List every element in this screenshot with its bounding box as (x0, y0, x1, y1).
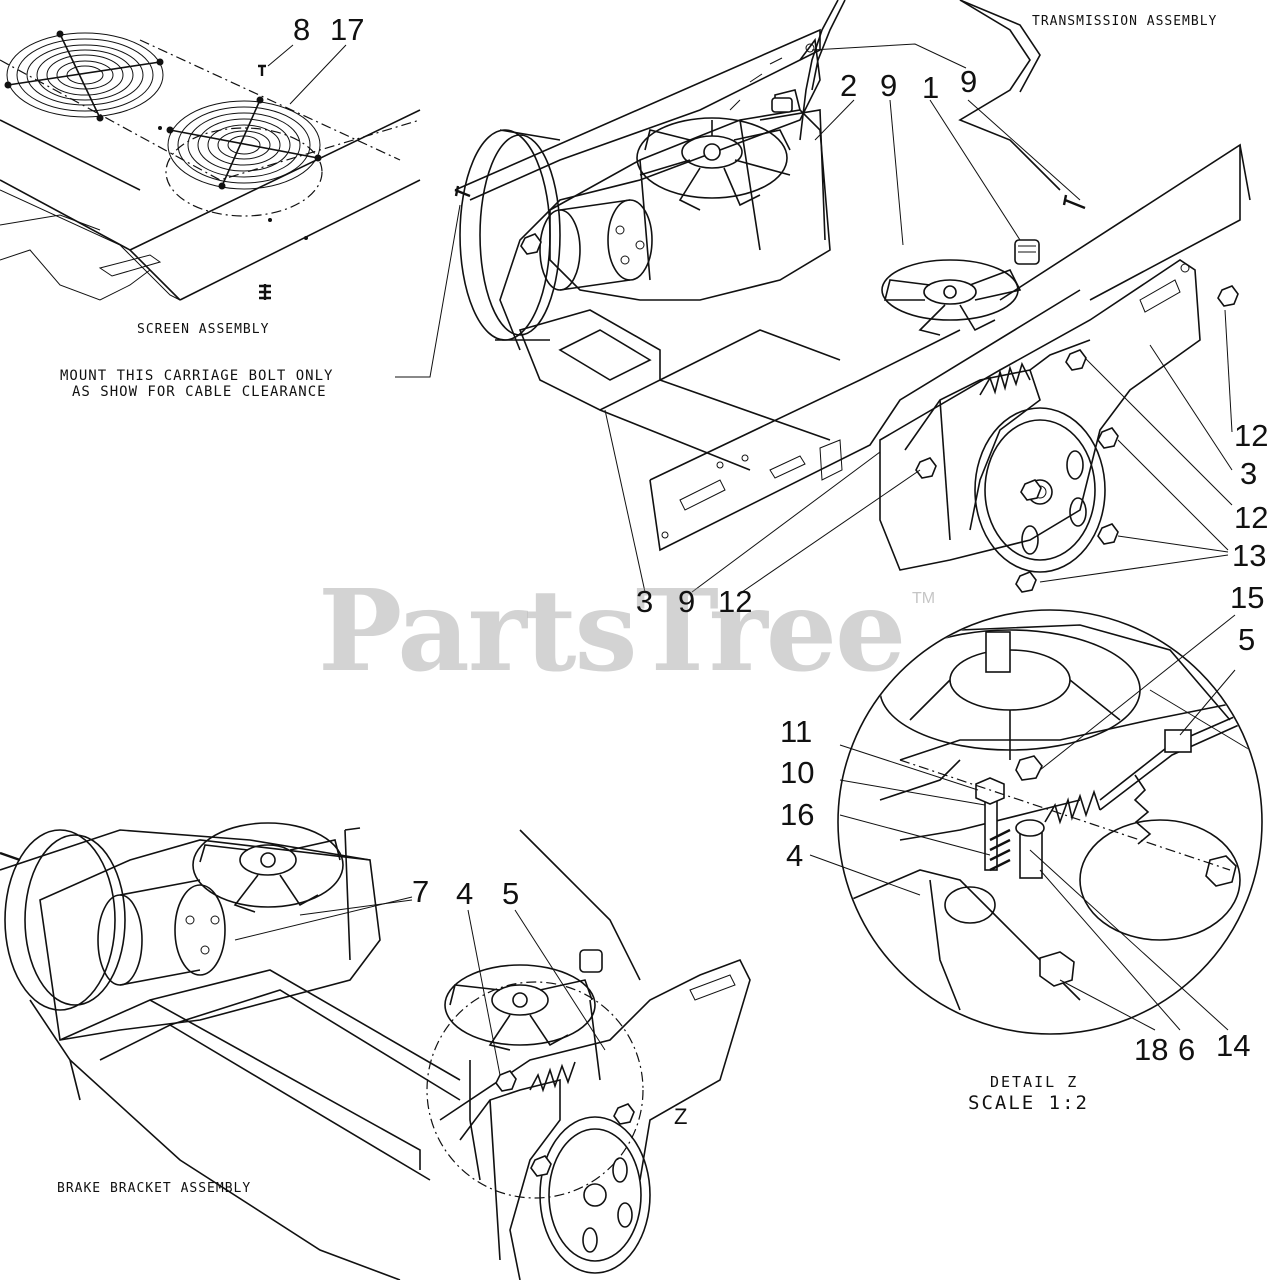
brake-bracket-assembly-label: BRAKE BRACKET ASSEMBLY (57, 1181, 252, 1196)
callout-4: 4 (786, 838, 804, 873)
transmission-assembly-label: TRANSMISSION ASSEMBLY (1032, 14, 1218, 29)
detail-z-title: DETAIL Z (990, 1073, 1079, 1091)
callout-5: 5 (502, 876, 520, 911)
screen-assembly-label: SCREEN ASSEMBLY (137, 322, 270, 337)
callout-12: 12 (1234, 418, 1268, 453)
transmission-assembly-drawing (395, 0, 1251, 593)
brake-bracket-assembly-drawing (0, 822, 751, 1280)
trademark-symbol: TM (912, 590, 936, 607)
callout-17: 17 (330, 12, 365, 47)
callout-12: 12 (1234, 500, 1268, 535)
screen-assembly-drawing (0, 30, 421, 301)
callout-3: 3 (1240, 456, 1258, 491)
callout-7: 7 (412, 874, 430, 909)
detail-z-drawing (809, 609, 1263, 1035)
callout-10: 10 (780, 755, 815, 790)
callout-4: 4 (456, 876, 474, 911)
callout-8: 8 (293, 12, 311, 47)
callout-6: 6 (1178, 1032, 1196, 1067)
callout-15: 15 (1230, 580, 1265, 615)
fan-grille-left-icon (4, 30, 164, 122)
callout-16: 16 (780, 797, 815, 832)
callout-13: 13 (1232, 538, 1267, 573)
callout-18: 18 (1134, 1032, 1169, 1067)
callout-12: 12 (718, 584, 753, 619)
callout-9: 9 (880, 68, 898, 103)
callout-14: 14 (1216, 1028, 1251, 1063)
callout-2: 2 (840, 68, 858, 103)
callout-11: 11 (780, 714, 813, 749)
spare-fan-icon (881, 259, 1022, 336)
callout-9: 9 (678, 584, 696, 619)
fan-grille-right-icon (165, 96, 323, 217)
detail-z-scale: SCALE 1:2 (968, 1092, 1089, 1114)
cooling-fan-icon (192, 822, 344, 913)
callout-1: 1 (922, 70, 940, 105)
carriage-bolt-note-line2: AS SHOW FOR CABLE CLEARANCE (72, 384, 327, 400)
cooling-fan-lower-icon (444, 964, 596, 1051)
callout-3: 3 (636, 584, 654, 619)
hex-nut-icon (520, 233, 1239, 593)
partstree-watermark: PartsTree (318, 566, 906, 697)
detail-z-marker: Z (674, 1104, 688, 1129)
callout-9: 9 (960, 64, 978, 99)
carriage-bolt-note-line1: MOUNT THIS CARRIAGE BOLT ONLY (60, 368, 334, 384)
callout-5: 5 (1238, 622, 1256, 657)
cooling-fan-icon (636, 117, 791, 211)
